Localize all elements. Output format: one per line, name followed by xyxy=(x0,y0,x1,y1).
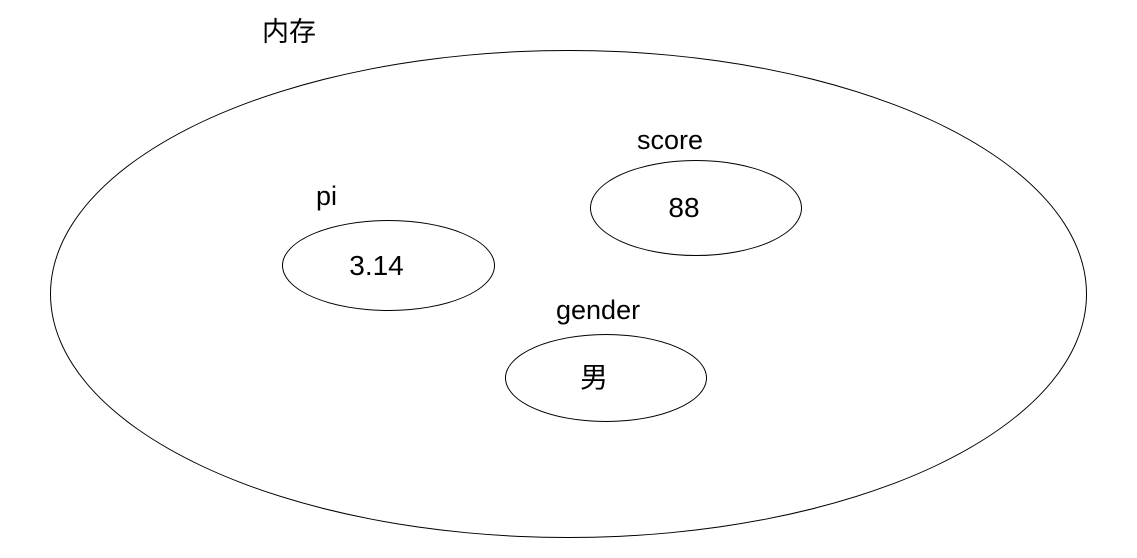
variable-label-pi: pi xyxy=(316,181,338,211)
variable-ellipse-pi: 3.14 xyxy=(282,220,495,311)
memory-label: 内存 xyxy=(262,17,316,47)
variable-value-score: 88 xyxy=(668,192,700,223)
variable-value-gender: 男 xyxy=(579,362,608,393)
variable-ellipse-score: 88 xyxy=(590,160,802,256)
variable-label-gender: gender xyxy=(556,295,641,325)
variable-label-score: score xyxy=(637,125,704,155)
variable-value-pi: 3.14 xyxy=(349,249,404,281)
variable-ellipse-gender: 男 xyxy=(505,334,707,422)
memory-container-ellipse xyxy=(50,50,1087,538)
